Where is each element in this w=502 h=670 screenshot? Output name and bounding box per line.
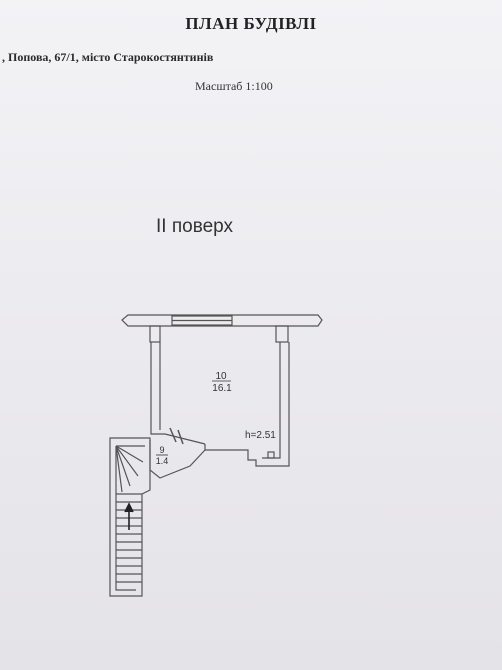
room-9-area: 1.4: [156, 456, 169, 466]
right-column: [275, 325, 289, 343]
address-line: , Попова, 67/1, місто Старокостянтинів: [2, 50, 214, 64]
scale-label: Масштаб 1:100: [195, 79, 273, 93]
floor-label: II поверх: [156, 216, 233, 237]
stair-arrow-icon: [124, 502, 134, 530]
document-title: ПЛАН БУДІВЛІ: [185, 14, 317, 33]
top-wall: [121, 314, 323, 327]
room-10-walls: [150, 342, 290, 467]
ceiling-height-label: h=2.51: [245, 430, 276, 441]
room-10-area: 16.1: [212, 383, 232, 394]
room-10-number: 10: [215, 371, 227, 382]
room-9-number: 9: [159, 445, 164, 455]
left-column: [149, 325, 161, 343]
